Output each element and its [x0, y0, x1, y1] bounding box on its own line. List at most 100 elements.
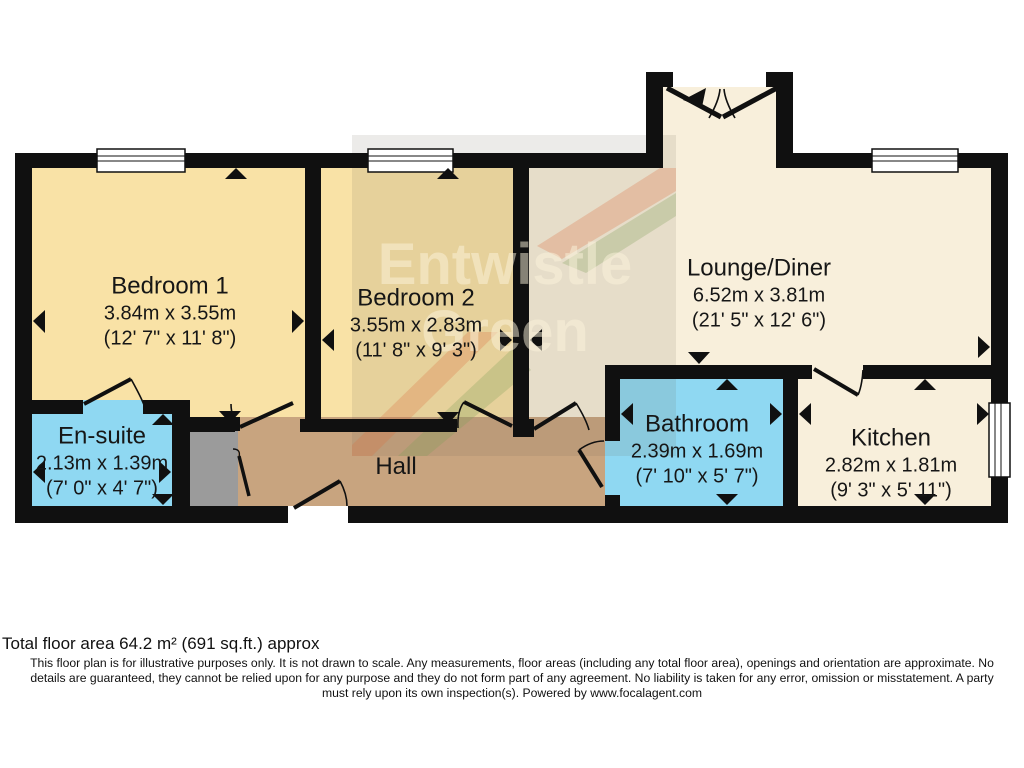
bedroom1-label: Bedroom 1 3.84m x 3.55m (12' 7" x 11' 8"… [104, 272, 237, 353]
walls [15, 72, 1008, 523]
door-swing-arc [578, 440, 605, 451]
measure-arrow-down-icon [914, 494, 936, 505]
wall-segment [15, 153, 32, 523]
door-swing-arc [708, 88, 721, 119]
floorplan-drawing: Entwistle Green [15, 72, 1011, 523]
lounge-floor [529, 168, 991, 379]
measure-arrow-right-icon [770, 403, 782, 425]
wall-segment [305, 168, 321, 432]
wall-segment [605, 365, 620, 441]
wall-segment [863, 365, 997, 379]
measure-arrow-up-icon [914, 379, 936, 390]
room-name: En-suite [57, 422, 147, 450]
room-name: Hall [375, 452, 417, 480]
door-swing-arc [130, 378, 145, 406]
bedroom2-floor [305, 168, 534, 432]
room-size-imperial: (7' 10" x 5' 7") [635, 466, 759, 489]
total-floor-area: Total floor area 64.2 m² (691 sq.ft.) ap… [2, 634, 320, 653]
door-swing-arc [339, 480, 348, 507]
disclaimer-line: details are guaranteed, they cannot be r… [30, 671, 994, 685]
measure-arrow-up-icon [437, 168, 459, 179]
measure-arrow-entrance-icon [683, 88, 706, 107]
wall-segment [513, 419, 534, 437]
door-swing-arc [857, 369, 864, 396]
measure-arrow-left-icon [530, 329, 542, 351]
wall-segment [172, 400, 190, 506]
room-size-imperial: (21' 5" x 12' 6") [691, 310, 827, 333]
wall-segment [776, 72, 793, 168]
cupboard-floor [190, 431, 238, 506]
room-size-imperial: (11' 8" x 9' 3") [355, 340, 477, 363]
room-size-metric: 3.55m x 2.83m [349, 314, 483, 337]
lounge-diner-label: Lounge/Diner 6.52m x 3.81m (21' 5" x 12'… [687, 254, 831, 335]
ensuite-label: En-suite 2.13m x 1.39m (7' 0" x 4' 7") [36, 422, 168, 503]
wall-segment [15, 506, 1008, 523]
measure-arrow-right-icon [159, 461, 171, 483]
window [988, 402, 1011, 478]
measure-arrow-up-icon [716, 379, 738, 390]
door-opening [288, 506, 348, 523]
cupboard-door-leaf [237, 455, 251, 497]
room-name: Bedroom 1 [111, 272, 229, 300]
measure-arrow-down-icon [437, 412, 459, 424]
wall-segment [646, 72, 663, 168]
measure-arrow-right-icon [500, 329, 512, 351]
watermark-text: Entwistle [378, 232, 633, 297]
bathroom-door-leaf [577, 448, 604, 489]
wall-segment [605, 365, 812, 379]
room-name: Kitchen [850, 424, 932, 452]
door-swing-arc [723, 88, 736, 119]
door-swing-arc [575, 402, 590, 431]
bedroom2-door-leaf [463, 400, 513, 428]
measure-arrow-right-icon [977, 403, 989, 425]
watermark-stripe-green-icon [562, 193, 676, 273]
measure-arrows [33, 88, 990, 505]
wall-segment [300, 419, 457, 432]
watermark-text: Green [421, 299, 589, 364]
measure-arrow-up-icon [152, 414, 174, 425]
measure-arrow-left-icon [33, 461, 45, 483]
kitchen-door-leaf [812, 367, 860, 397]
room-size-metric: 2.82m x 1.81m [824, 454, 958, 477]
ensuite-door-leaf [83, 377, 132, 406]
room-size-metric: 2.39m x 1.69m [630, 440, 764, 463]
bathroom-floor [605, 365, 798, 506]
room-size-metric: 6.52m x 3.81m [692, 284, 826, 307]
bedroom1-door-leaf [239, 401, 294, 429]
measure-arrow-right-icon [292, 310, 304, 333]
windows [96, 148, 1011, 478]
wall-segment [783, 365, 798, 506]
measure-arrow-down-icon [219, 411, 241, 423]
kitchen-label: Kitchen 2.82m x 1.81m (9' 3" x 5' 11") [825, 424, 957, 505]
disclaimer-line: This floor plan is for illustrative purp… [30, 656, 994, 670]
room-name: Bathroom [644, 410, 750, 438]
room-size-imperial: (9' 3" x 5' 11") [830, 480, 952, 503]
wall-segment [605, 495, 620, 507]
measure-arrow-down-icon [152, 494, 174, 505]
wall-segment [646, 72, 673, 87]
disclaimer-line: must rely upon its own inspection(s). Po… [321, 686, 702, 700]
room-size-metric: 2.13m x 1.39m [35, 452, 169, 475]
measure-arrow-left-icon [33, 310, 45, 333]
room-fills [32, 87, 991, 506]
measure-arrow-left-icon [799, 403, 811, 425]
wall-segment [766, 72, 793, 87]
wall-segment [188, 417, 240, 431]
bedroom2-label: Bedroom 2 3.55m x 2.83m (11' 8" x 9' 3") [350, 284, 482, 365]
door-swing-arc [457, 401, 465, 429]
measure-arrow-down-icon [716, 494, 738, 505]
kitchen-floor [798, 365, 991, 506]
bathroom-label: Bathroom 2.39m x 1.69m (7' 10" x 5' 7") [631, 410, 763, 491]
wall-segment [513, 168, 529, 437]
room-name: Bedroom 2 [357, 284, 475, 312]
hall-entry-door-leaf [292, 479, 342, 510]
measure-arrow-right-icon [978, 336, 990, 358]
room-size-imperial: (12' 7" x 11' 8") [103, 328, 237, 351]
room-size-metric: 3.84m x 3.55m [103, 302, 237, 325]
measure-arrow-left-icon [621, 403, 633, 425]
room-name: Lounge/Diner [686, 254, 832, 282]
room-size-imperial: (7' 0" x 4' 7") [46, 478, 158, 501]
lounge-door-leaf [532, 401, 578, 431]
hall-label: Hall [375, 452, 416, 482]
